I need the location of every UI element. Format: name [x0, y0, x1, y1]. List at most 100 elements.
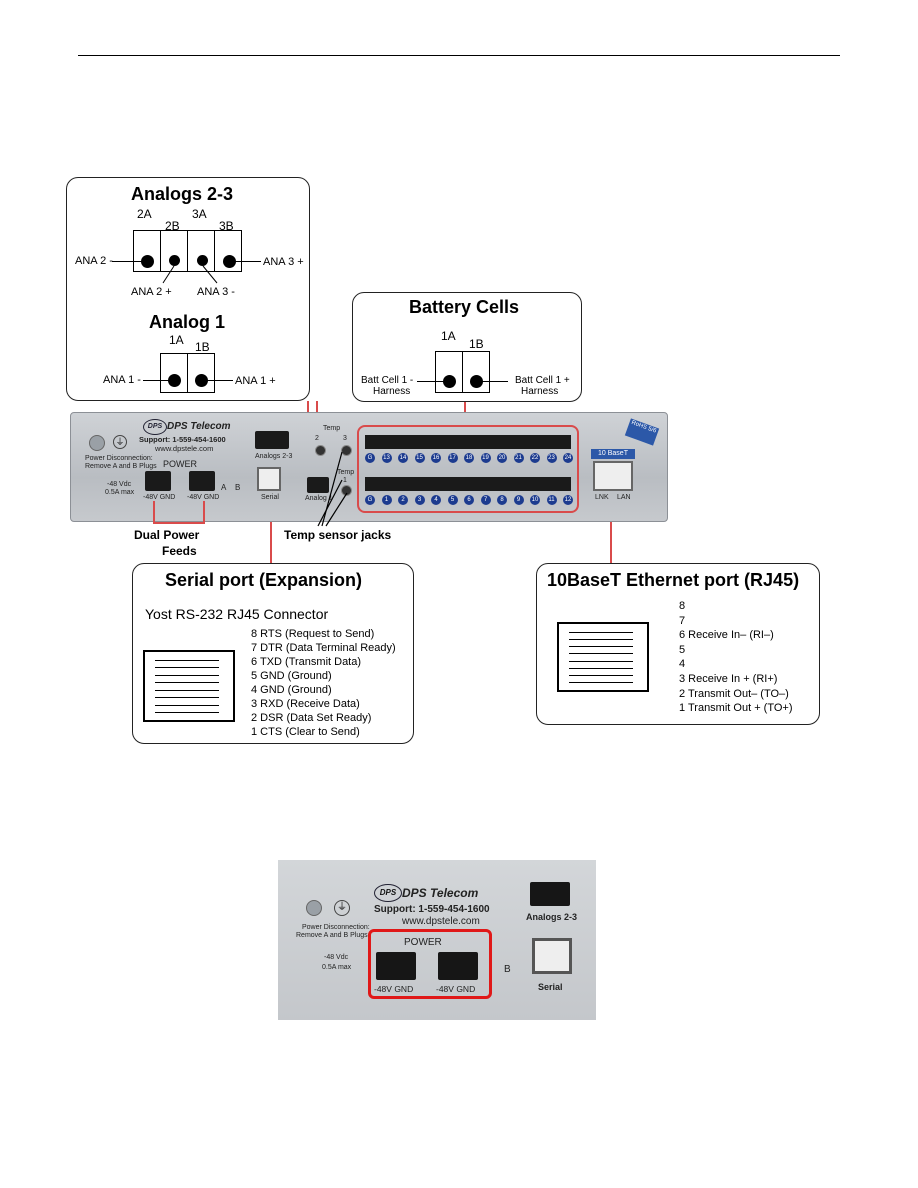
photo-power-plug-a [376, 952, 416, 980]
dual-power-bracket-bottom [153, 522, 205, 524]
label-3b: 3B [219, 219, 234, 233]
rj45-pin-line [569, 682, 633, 683]
pin-description: 1 CTS (Clear to Send) [251, 726, 360, 738]
ana3-minus-leader [202, 265, 218, 284]
dual-power-label: Dual Power [134, 528, 200, 542]
pin-description: 8 [679, 600, 686, 612]
rj45-pin-line [155, 712, 219, 713]
pin-description: 7 [679, 614, 686, 627]
rj45-pin-line [569, 639, 633, 641]
serial-subtitle: Yost RS-232 RJ45 Connector [145, 606, 329, 622]
serial-leader [270, 522, 272, 564]
photo-ground-stud-icon [306, 900, 322, 916]
photo-power-label: POWER [404, 937, 442, 948]
ground-symbol-icon: ⏚ [113, 435, 127, 449]
ana3-plus-leader [235, 261, 261, 262]
battery-label-1b: 1B [469, 337, 484, 351]
pin-description: 6 Receive In– (RI–) [679, 629, 774, 642]
panel-label-a: A [221, 483, 227, 492]
rj45-pin-line [155, 682, 219, 684]
dps-logo-icon: DPS [143, 419, 167, 435]
battery-pin: G [365, 495, 375, 505]
pin-description: 3 Receive In + (RI+) [679, 673, 778, 685]
battery-label-1a: 1A [441, 329, 456, 343]
ana3-minus-dot [197, 255, 208, 266]
batt-plus-label: Batt Cell 1 + [515, 375, 570, 386]
photo-serial: Serial [538, 982, 563, 992]
feeds-label: Feeds [162, 544, 197, 558]
battery-pin: 3 [414, 495, 425, 505]
photo-website: www.dpstele.com [402, 916, 480, 927]
pin-description: 4 GND (Ground) [251, 684, 332, 696]
battery-terminal-1a [435, 351, 463, 393]
temp-leader-2 [321, 451, 343, 527]
panel-website: www.dpstele.com [155, 444, 214, 453]
battery-pin: 4 [431, 495, 441, 505]
pin-description: 5 [679, 643, 686, 656]
rj45-pin-line [569, 632, 633, 633]
ethernet-rj45-diagram [557, 622, 649, 692]
panel-ethernet-jack [593, 461, 633, 491]
pin-description: 4 [679, 658, 686, 671]
rj45-pin-line [155, 704, 219, 706]
battery-pin: 11 [546, 495, 557, 505]
battery-pin: 18 [464, 453, 474, 463]
rj45-pin-line [569, 653, 633, 655]
panel-temp-2: 2 [315, 435, 319, 442]
ana3-minus-label: ANA 3 - [197, 286, 235, 298]
battery-pin: 10 [530, 495, 540, 505]
battery-pin: 19 [480, 453, 491, 463]
panel-gnd-a: -48V GND [143, 494, 176, 501]
photo-analogs23: Analogs 2-3 [526, 912, 578, 922]
pin-description: 3 RXD (Receive Data) [251, 698, 360, 710]
panel-temp-1: 1 [343, 477, 347, 484]
temp-jack-2 [315, 445, 326, 456]
panel-10baset: 10 BaseT [591, 449, 635, 459]
photo-label-b: B [504, 964, 511, 975]
panel-analogs23: Analogs 2-3 [255, 453, 293, 460]
battery-pin: 14 [398, 453, 408, 463]
power-closeup-photo: ⏚ Power Disconnection: Remove A and B Pl… [278, 860, 596, 1020]
rj45-pin-line [155, 674, 219, 676]
battery-pin: G [365, 453, 375, 463]
photo-power-disconnection: Power Disconnection: [302, 924, 370, 931]
ana2-plus-leader [162, 265, 175, 284]
ana1-minus-dot [168, 374, 181, 387]
photo-amps: 0.5A max [322, 964, 352, 971]
label-3a: 3A [192, 207, 207, 221]
pin-description: 5 GND (Ground) [251, 670, 332, 682]
battery-pin: 23 [546, 453, 557, 463]
analog-leaders [162, 265, 218, 284]
rj45-pin-line [569, 674, 633, 676]
ana2-minus-label: ANA 2 - [75, 255, 113, 267]
panel-temp-top: Temp [323, 425, 341, 432]
battery-pin: 8 [497, 495, 507, 505]
label-2b: 2B [165, 219, 180, 233]
ana2-plus-label: ANA 2 + [131, 286, 172, 298]
photo-remove-plugs: Remove A and B Plugs [296, 932, 368, 939]
photo-serial-jack [532, 938, 572, 974]
battery-pin: 22 [530, 453, 540, 463]
photo-gnd-b: -48V GND [436, 984, 476, 994]
pin-description: 2 Transmit Out– (TO–) [679, 687, 789, 700]
power-disconnection-text: Power Disconnection: [85, 455, 153, 462]
dual-power-bracket-right [203, 501, 205, 524]
rj45-pin-line [569, 660, 633, 662]
rj45-pin-line [569, 646, 633, 648]
photo-analogs23-connector [530, 882, 570, 906]
temp-leader-1 [325, 492, 348, 527]
temp-leader-3 [317, 479, 343, 527]
pin-description: 1 Transmit Out + (TO+) [679, 702, 793, 715]
rj45-pin-line [569, 667, 633, 669]
photo-power-plug-b [438, 952, 478, 980]
battery-pin: 9 [513, 495, 524, 505]
power-highlight-box [368, 929, 492, 999]
pin-description: 8 RTS (Request to Send) [251, 628, 375, 640]
battery-pin: 15 [414, 453, 425, 463]
analog-1-connector [307, 477, 329, 493]
header-rule [78, 55, 840, 56]
analogs-2-3-title: Analogs 2-3 [131, 184, 234, 204]
battery-pin: 20 [497, 453, 507, 463]
photo-dps-logo-icon: DPS [374, 884, 402, 902]
